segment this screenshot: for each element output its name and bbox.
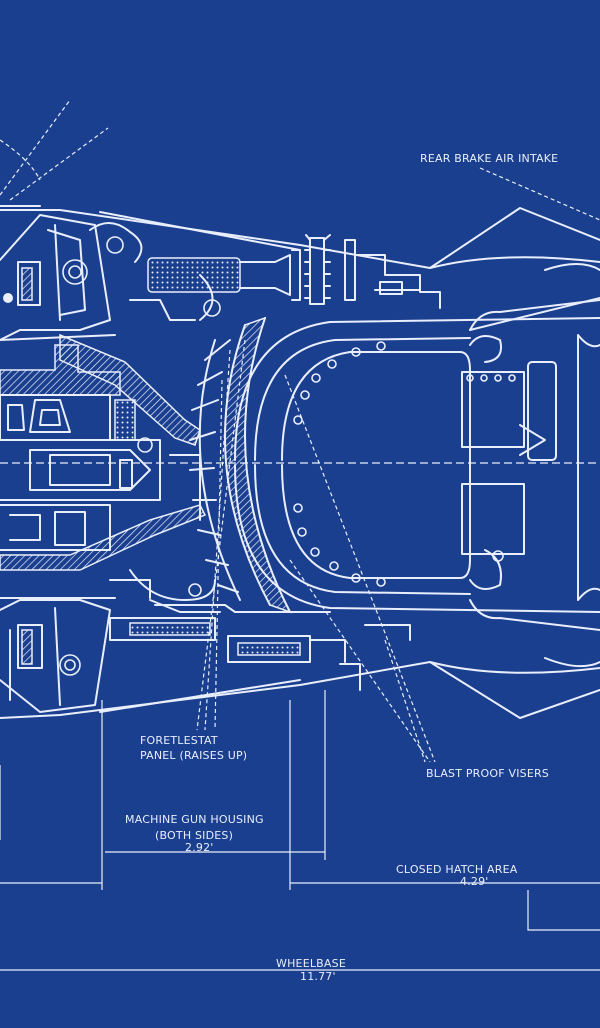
label-machine-gun-housing-line2: (BOTH SIDES) [155,829,233,842]
label-machine-gun-housing-line1: MACHINE GUN HOUSING [125,813,264,826]
dimension-lines [0,690,600,971]
left-mechanics [0,333,216,601]
label-foretlestat-line1: FORETLESTAT [140,734,218,747]
front-fender-bottom [0,597,116,713]
lower-chassis [109,599,411,691]
annotations: REAR BRAKE AIR INTAKE FORETLESTAT PANEL … [125,152,558,983]
leader-lines [196,167,600,763]
label-wheelbase-dim: 11.77' [300,970,336,983]
cockpit-shell [234,317,600,613]
label-rear-brake-air-intake: REAR BRAKE AIR INTAKE [420,152,558,165]
label-machine-gun-housing-dim: 2.92' [185,841,214,854]
label-closed-hatch-area: CLOSED HATCH AREA [396,863,518,876]
upper-mechanics [89,222,441,321]
rear-mechanics [461,263,600,668]
front-fender-top [0,214,116,341]
label-closed-hatch-area-dim: 4.29' [460,875,489,888]
upper-left-guides [0,99,109,201]
label-foretlestat-line2: PANEL (RAISES UP) [140,749,247,762]
label-blast-proof-visers: BLAST PROOF VISERS [426,767,549,780]
gear-ring [189,316,292,614]
vehicle-body-outline [0,205,600,719]
label-wheelbase: WHEELBASE [276,957,346,970]
